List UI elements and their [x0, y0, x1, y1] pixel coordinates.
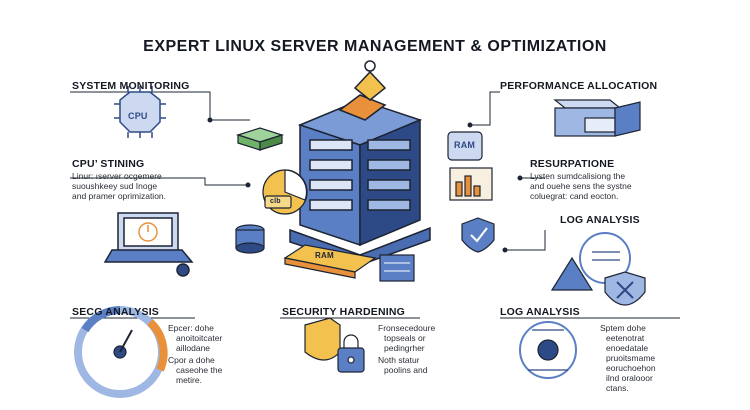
log-item: ctans. — [606, 383, 629, 393]
log-item: enoedatale — [606, 343, 649, 353]
secg-item: caseohe the — [176, 365, 223, 375]
resurpatione-line: Lysten sumdcalisiong the — [530, 171, 626, 181]
log-item: eetenotrat — [606, 333, 645, 343]
shield-icon — [461, 217, 495, 253]
gauge-label: clb — [270, 198, 281, 205]
cpu-tuning-heading: CPU’ STINING — [72, 158, 145, 170]
gauge-icon — [262, 169, 308, 215]
performance-allocation-heading: PERFORMANCE ALLOCATION — [500, 80, 658, 92]
log-analysis-heading: LOG ANALYSIS — [560, 214, 640, 226]
database-icon — [235, 224, 265, 254]
security-lock-icon — [304, 317, 365, 373]
log-chart-icon — [519, 321, 577, 379]
cpu-chip-icon — [114, 86, 166, 138]
ram-stick-icon — [283, 244, 377, 279]
security-item: Noth statur — [378, 355, 420, 365]
security-item: pedingrher — [384, 343, 425, 353]
secg-analysis-heading: SECG ANALYSIS — [72, 306, 160, 318]
security-item: topseals or — [384, 333, 426, 343]
log-analysis-bottom-heading: LOG ANALYSIS — [500, 306, 580, 318]
secg-item: Epcer: dohe — [168, 323, 214, 333]
system-monitoring-heading: SYSTEM MONITORING — [72, 80, 190, 92]
cpu-tuning-line: Linur: ıserver ocgemere — [72, 171, 162, 181]
secg-item: metire. — [176, 375, 202, 385]
rack-server-icon — [553, 99, 641, 137]
secg-item: Cpor a dohe — [168, 355, 215, 365]
log-item: eoruchoehon — [606, 363, 656, 373]
resurpatione-heading: RESURPATIONE — [530, 158, 615, 170]
security-item: poolins and — [384, 365, 428, 375]
ram-chip-icon — [447, 131, 483, 161]
cpu-tuning-line: suoushkeey sud Inoge — [72, 181, 158, 191]
laptop-icon — [103, 212, 194, 277]
log-item: ilnd oralooor — [606, 373, 653, 383]
bar-chart-icon — [449, 167, 493, 201]
cpu-tuning-line: and pramer oprimization. — [72, 191, 167, 201]
secg-item: anoitoitcater — [176, 333, 223, 343]
speed-gauge-icon — [74, 306, 168, 398]
log-item: Sptem dohe — [600, 323, 646, 333]
ram-stick-label: RAM — [315, 251, 334, 260]
page-title: EXPERT LINUX SERVER MANAGEMENT & OPTIMIZ… — [143, 38, 607, 55]
security-hardening-heading: SECURITY HARDENING — [282, 306, 406, 318]
server-tower-icon — [289, 60, 431, 266]
log-item: pruoitsmame — [606, 353, 656, 363]
secg-item: aillodane — [176, 343, 211, 353]
memory-module-icon — [236, 127, 284, 151]
ram-chip-label: RAM — [454, 140, 476, 150]
resurpatione-line: coluegrat: cand eocton. — [530, 191, 619, 201]
small-server-icon — [379, 254, 415, 282]
cpu-chip-label: CPU — [128, 111, 148, 121]
security-item: Fronsecedoure — [378, 323, 436, 333]
resurpatione-line: and ouehe sens the systne — [530, 181, 632, 191]
log-analysis-icon — [550, 232, 646, 306]
